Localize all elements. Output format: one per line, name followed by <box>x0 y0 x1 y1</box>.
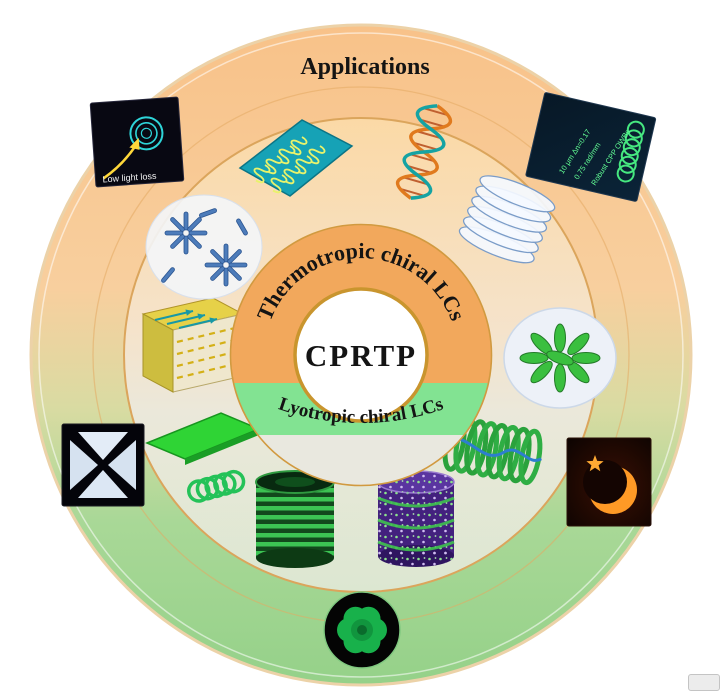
arrow-icon <box>102 145 137 180</box>
outer-rim-ring <box>38 32 684 678</box>
cross-triangle-right <box>108 440 136 490</box>
cross-triangle-bottom <box>78 470 128 498</box>
fiber-caption: Low light loss <box>102 171 157 185</box>
photo-fiber: Low light loss <box>89 96 185 188</box>
photo-flower-pom <box>323 591 401 669</box>
illustration-dna-double-helix <box>395 104 453 200</box>
illustration-dotted-purple-cylinder <box>377 470 455 567</box>
center-circle <box>293 287 429 423</box>
waveguide-coil-icon <box>616 120 645 183</box>
label-ring: CPRTP Thermotropic chiral LCs Lyotropic … <box>229 223 493 487</box>
cropped-ui-fragment <box>688 674 720 691</box>
green-flower-icon <box>337 606 387 654</box>
illustration-striped-green-cylinder <box>255 470 335 568</box>
photo-waveguide: 10 μm Δn=0.17 0.75 rad/mm Robust CPP OWB… <box>525 92 657 202</box>
photo-crescent <box>566 437 652 527</box>
fiber-spiral-icon <box>129 116 164 151</box>
illustration-cholesteric-film-slab <box>238 119 354 197</box>
illustration-layered-helix-box <box>141 297 245 393</box>
photo-conoscopy-cross <box>61 423 145 507</box>
cross-triangle-top <box>78 432 128 460</box>
illustration-ellipsoid-droplet-disc <box>503 307 617 409</box>
illustration-green-spring <box>187 469 246 503</box>
star-icon <box>586 455 604 472</box>
illustration-disc-stack-coil <box>458 175 556 264</box>
illustration-rod-swirl-texture <box>145 194 263 300</box>
center-label: CPRTP <box>305 338 417 373</box>
applications-title: Applications <box>300 54 429 80</box>
cross-triangle-left <box>70 440 98 490</box>
